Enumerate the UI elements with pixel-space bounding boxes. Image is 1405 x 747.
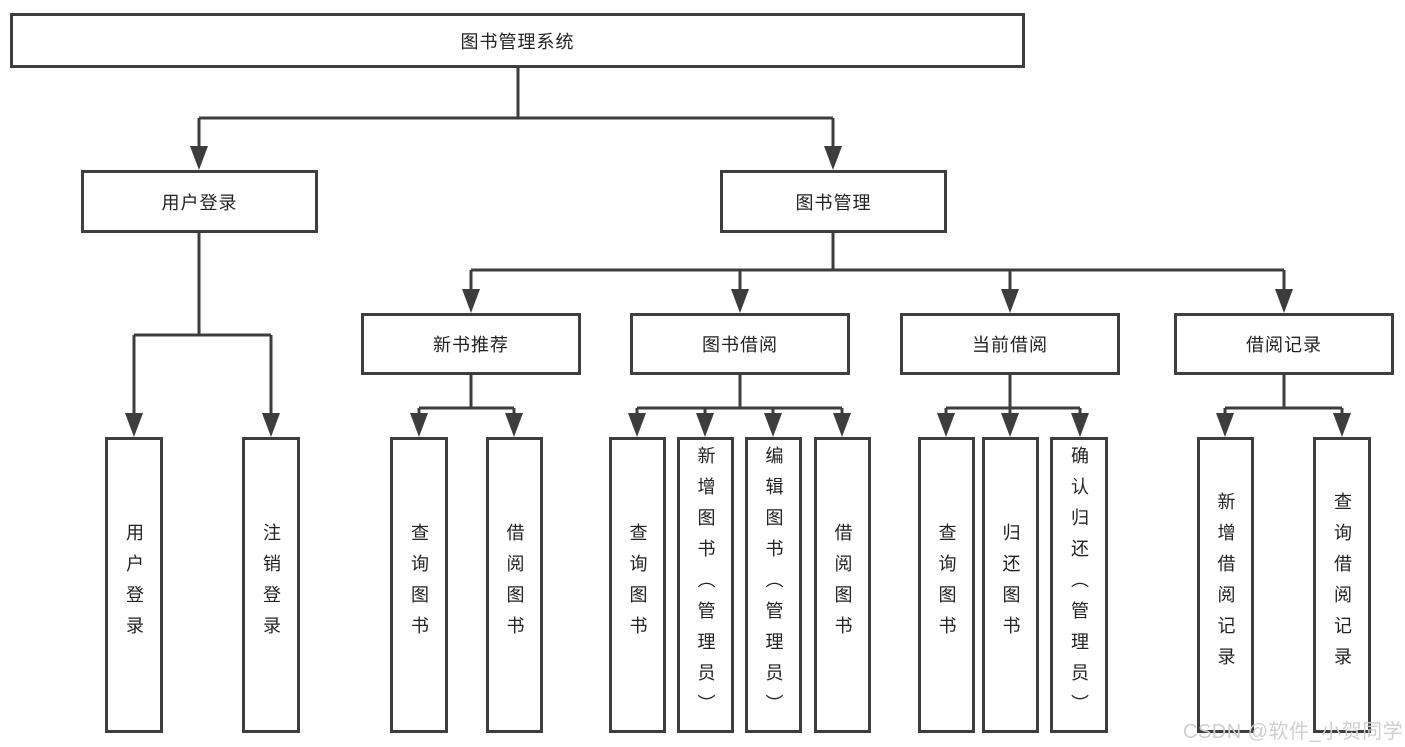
node-book-management: 图书管理 [720, 170, 947, 233]
leaf-query-borrow-record: 查询借阅记录 [1313, 437, 1371, 733]
leaf-borrow-books: 借阅图书 [814, 437, 871, 733]
leaf-query-books-borrow: 查询图书 [609, 437, 666, 733]
leaf-logout-label: 注销登录 [261, 523, 281, 647]
leaf-query-books-recommend: 查询图书 [390, 437, 448, 733]
leaf-edit-book-admin: 编辑图书（管理员） [745, 437, 802, 733]
leaf-query-books-recommend-label: 查询图书 [409, 523, 429, 647]
leaf-query-books-current-label: 查询图书 [936, 523, 957, 647]
node-book-borrow-label: 图书借阅 [702, 335, 778, 355]
leaf-borrow-books-label: 借阅图书 [832, 523, 853, 647]
node-borrow-records-label: 借阅记录 [1246, 335, 1322, 355]
leaf-borrow-books-recommend: 借阅图书 [486, 437, 543, 733]
leaf-query-books-current: 查询图书 [918, 437, 975, 733]
leaf-add-borrow-record-label: 新增借阅记录 [1215, 492, 1236, 678]
node-user-login-label: 用户登录 [161, 192, 238, 213]
leaf-return-book-label: 归还图书 [1000, 523, 1021, 647]
node-book-borrow: 图书借阅 [630, 313, 850, 375]
leaf-add-book-admin: 新增图书（管理员） [677, 437, 734, 733]
node-new-book-recommend: 新书推荐 [361, 313, 581, 375]
leaf-add-borrow-record: 新增借阅记录 [1197, 437, 1254, 733]
node-book-management-label: 图书管理 [795, 192, 872, 213]
node-current-borrow-label: 当前借阅 [972, 335, 1048, 355]
leaf-borrow-books-recommend-label: 借阅图书 [504, 523, 525, 647]
leaf-add-book-admin-label: 新增图书（管理员） [695, 445, 716, 725]
leaf-query-borrow-record-label: 查询借阅记录 [1332, 492, 1352, 678]
csdn-watermark: CSDN @软件_小贺同学 [1183, 721, 1404, 743]
node-library-system-label: 图书管理系统 [460, 31, 575, 52]
arrowheads [125, 146, 1351, 437]
node-library-system: 图书管理系统 [10, 13, 1025, 68]
leaf-query-books-borrow-label: 查询图书 [627, 523, 648, 647]
leaf-user-login: 用户登录 [105, 437, 163, 733]
connector-path [132, 68, 1344, 417]
leaf-edit-book-admin-label: 编辑图书（管理员） [763, 445, 784, 725]
node-new-book-recommend-label: 新书推荐 [433, 335, 509, 355]
node-current-borrow: 当前借阅 [900, 313, 1120, 375]
leaf-logout: 注销登录 [242, 437, 300, 733]
node-borrow-records: 借阅记录 [1174, 313, 1394, 375]
leaf-confirm-return-admin-label: 确认归还（管理员） [1069, 445, 1089, 725]
node-user-login: 用户登录 [81, 170, 318, 233]
leaf-user-login-label: 用户登录 [124, 523, 144, 647]
leaf-return-book: 归还图书 [982, 437, 1039, 733]
leaf-confirm-return-admin: 确认归还（管理员） [1050, 437, 1108, 733]
